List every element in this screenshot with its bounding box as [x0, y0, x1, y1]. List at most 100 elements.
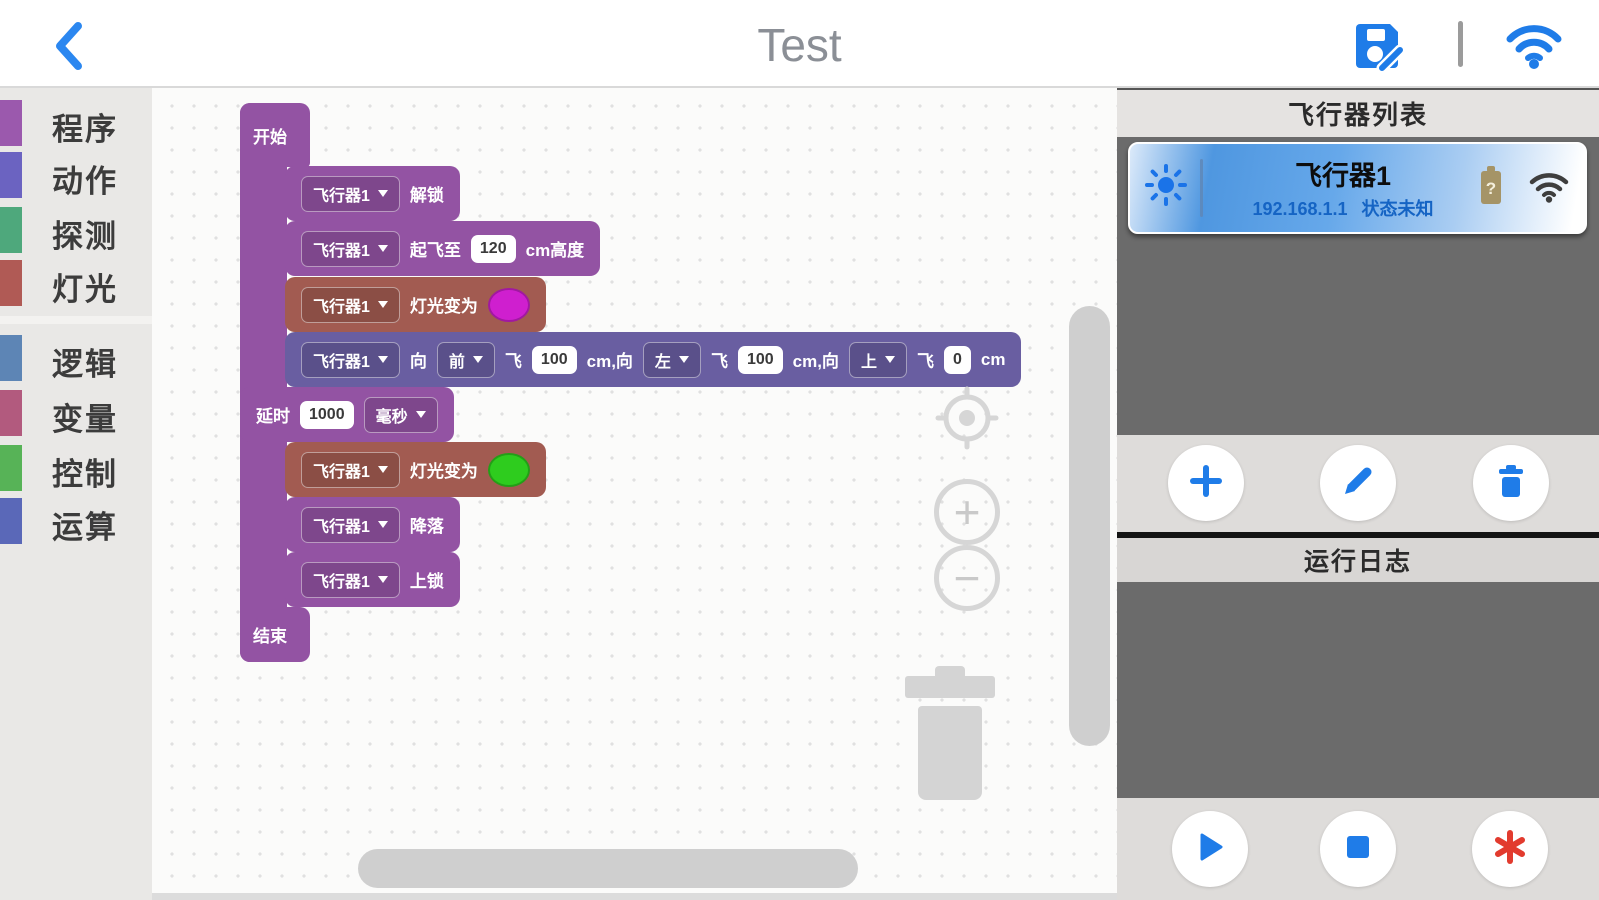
sidebar-item-variables[interactable]: 变量 — [0, 390, 152, 437]
color-swatch-magenta[interactable] — [487, 287, 530, 322]
end-block[interactable]: 结束 — [240, 607, 310, 662]
category-color-chip — [0, 390, 22, 436]
category-color-chip — [0, 260, 22, 306]
direction-dropdown-1[interactable]: 前 — [436, 341, 495, 378]
add-device-button[interactable] — [1168, 445, 1244, 522]
zoom-in-button[interactable]: + — [934, 479, 1000, 545]
device-dropdown[interactable]: 飞行器1 — [301, 451, 400, 488]
start-end-block-spine[interactable] — [240, 103, 287, 662]
block-land[interactable]: 飞行器1 降落 — [285, 497, 460, 552]
block-light-color-1[interactable]: 飞行器1 灯光变为 — [285, 277, 546, 332]
device-status: 状态未知 — [1361, 199, 1434, 220]
distance-input-3[interactable]: 0 — [943, 345, 971, 374]
caret-down-icon — [377, 245, 388, 252]
emergency-stop-button[interactable] — [1472, 811, 1548, 888]
block-action-label: 解锁 — [409, 186, 444, 205]
direction-value: 左 — [654, 353, 671, 371]
block-fly[interactable]: 飞行器1 向 前 飞 100 cm,向 左 飞 100 cm,向 — [285, 332, 1022, 387]
device-dropdown[interactable]: 飞行器1 — [301, 506, 400, 543]
device-dropdown[interactable]: 飞行器1 — [301, 341, 400, 378]
caret-down-icon — [377, 356, 388, 363]
fly-word: 飞 — [916, 352, 934, 371]
direction-dropdown-2[interactable]: 左 — [642, 341, 701, 378]
block-category-sidebar: 程序 动作 探测 灯光 逻辑 变量 — [0, 88, 152, 900]
end-block-label: 结束 — [253, 627, 287, 646]
delete-drop-zone[interactable] — [905, 666, 995, 800]
wifi-status-button[interactable] — [1503, 18, 1565, 70]
distance-input-2[interactable]: 100 — [737, 345, 783, 374]
category-label: 灯光 — [52, 272, 118, 307]
height-input[interactable]: 120 — [470, 234, 516, 263]
program-canvas[interactable]: 开始 飞行器1 解锁 飞行器1 起飞至 120 cm高度 — [152, 88, 1117, 900]
sidebar-item-motion[interactable]: 动作 — [0, 152, 152, 199]
svg-text:?: ? — [1486, 179, 1496, 198]
time-unit-value: 毫秒 — [375, 408, 408, 426]
block-unlock[interactable]: 飞行器1 解锁 — [285, 166, 460, 221]
sidebar-item-control[interactable]: 控制 — [0, 445, 152, 492]
direction-dropdown-3[interactable]: 上 — [848, 341, 907, 378]
edit-device-button[interactable] — [1320, 445, 1396, 522]
delete-device-button[interactable] — [1473, 445, 1549, 522]
caret-down-icon — [377, 190, 388, 197]
battery-unknown-icon: ? — [1477, 164, 1505, 211]
minus-icon: − — [953, 552, 981, 604]
zoom-out-button[interactable]: − — [934, 545, 1000, 611]
plus-icon: + — [953, 486, 981, 538]
time-unit-dropdown[interactable]: 毫秒 — [363, 396, 438, 433]
canvas-vertical-scrollbar[interactable] — [1069, 306, 1110, 746]
device-dropdown[interactable]: 飞行器1 — [301, 230, 400, 267]
block-takeoff[interactable]: 飞行器1 起飞至 120 cm高度 — [285, 221, 601, 276]
device-dropdown[interactable]: 飞行器1 — [301, 175, 400, 212]
save-button[interactable] — [1350, 16, 1408, 74]
canvas-horizontal-scrollbar[interactable] — [358, 849, 858, 888]
caret-down-icon — [678, 356, 689, 363]
block-action-label: 上锁 — [409, 572, 444, 591]
recenter-button[interactable] — [935, 386, 999, 455]
block-action-label: 延时 — [256, 407, 290, 426]
block-light-color-2[interactable]: 飞行器1 灯光变为 — [285, 442, 546, 497]
category-label: 动作 — [52, 164, 118, 199]
device-dropdown-value: 飞行器1 — [313, 187, 370, 205]
device-dropdown-value: 飞行器1 — [313, 242, 370, 260]
caret-down-icon — [377, 521, 388, 528]
run-button[interactable] — [1172, 811, 1248, 888]
back-button[interactable] — [50, 20, 90, 72]
device-dropdown-value: 飞行器1 — [313, 518, 370, 536]
page-title: Test — [757, 19, 842, 71]
device-dropdown[interactable]: 飞行器1 — [301, 286, 400, 323]
panel-divider — [1117, 531, 1599, 538]
fly-word: cm,向 — [586, 352, 633, 371]
category-color-chip — [0, 445, 22, 491]
delay-input[interactable]: 1000 — [300, 400, 354, 429]
wifi-icon — [1503, 25, 1565, 74]
block-action-label: 灯光变为 — [409, 297, 478, 316]
stop-icon — [1343, 832, 1373, 867]
block-lock[interactable]: 飞行器1 上锁 — [285, 552, 460, 607]
block-action-label: 起飞至 — [409, 241, 461, 260]
start-block[interactable]: 开始 — [240, 103, 310, 167]
distance-input-1[interactable]: 100 — [531, 345, 577, 374]
category-color-chip — [0, 498, 22, 544]
sidebar-item-program[interactable]: 程序 — [0, 100, 152, 147]
device-dropdown[interactable]: 飞行器1 — [301, 561, 400, 598]
category-color-chip — [0, 335, 22, 381]
color-swatch-green[interactable] — [487, 452, 530, 487]
chevron-left-icon — [50, 22, 90, 76]
fly-word: cm,向 — [792, 352, 839, 371]
device-list-header: 飞行器列表 — [1117, 90, 1599, 137]
category-label: 探测 — [52, 219, 118, 254]
sidebar-item-operators[interactable]: 运算 — [0, 498, 152, 545]
sidebar-item-logic[interactable]: 逻辑 — [0, 335, 152, 382]
sidebar-item-sensing[interactable]: 探测 — [0, 207, 152, 254]
category-label: 运算 — [52, 510, 118, 545]
crosshair-icon — [935, 386, 999, 454]
block-delay[interactable]: 延时 1000 毫秒 — [240, 387, 454, 442]
trash-icon — [1494, 463, 1528, 504]
category-label: 逻辑 — [52, 347, 118, 382]
direction-value: 前 — [448, 353, 465, 371]
sidebar-item-light[interactable]: 灯光 — [0, 260, 152, 307]
stop-button[interactable] — [1320, 811, 1396, 888]
